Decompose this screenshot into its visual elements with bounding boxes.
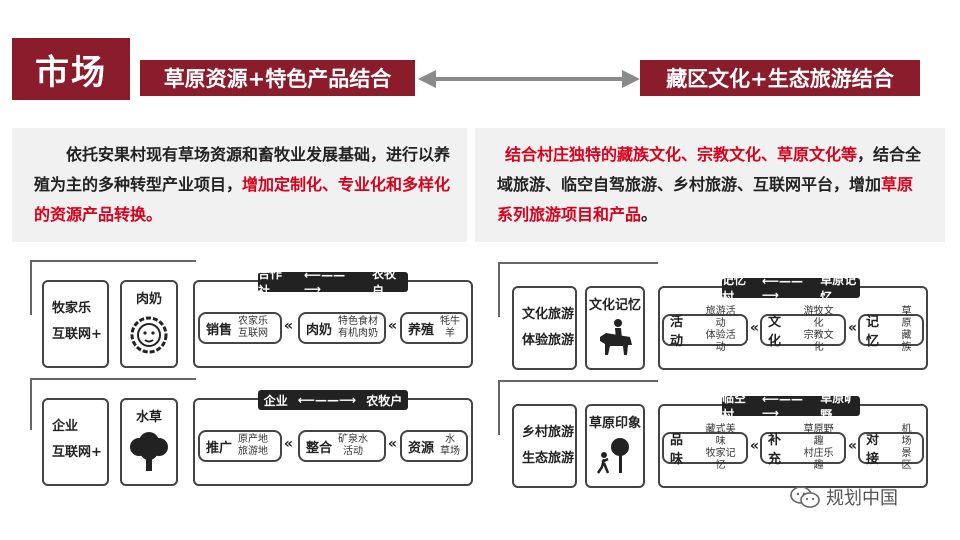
watermark: 规划中国 — [790, 484, 898, 510]
left-description: 依托安果村现有草场资源和畜牧业发展基础，进行以养殖为主的多种转型产业项目，增加定… — [12, 128, 467, 242]
chevron-left-icon: « — [750, 320, 760, 336]
left-row-2-category: 企业互联网+ — [42, 398, 109, 486]
market-label: 市场 — [12, 38, 130, 100]
right-row-1-icon-card: 文化记忆 — [585, 286, 645, 370]
horse-rider-icon — [600, 319, 632, 355]
right-row-1-pill-memory: 记忆 草原藏族 — [858, 306, 924, 353]
wechat-icon — [790, 486, 820, 508]
left-row-2-pill-resource: 资源 水草场 — [400, 430, 468, 462]
sheep-icon — [130, 316, 168, 354]
chevron-left-icon: « — [388, 318, 398, 334]
left-row-1-chain-header: 合作社⟵——⟶农牧户 — [258, 267, 408, 298]
right-title: 藏区文化+生态旅游结合 — [640, 60, 920, 96]
chevron-left-icon: « — [284, 436, 294, 452]
right-row-1-category: 文化旅游体验旅游 — [512, 286, 577, 370]
left-row-1-icon-card: 肉奶 — [120, 280, 178, 368]
right-row-2-pill-taste: 品味 藏式美味牧家记忆 — [662, 424, 748, 471]
left-row-1-category: 牧家乐互联网+ — [42, 280, 109, 368]
right-row-2-category: 乡村旅游生态旅游 — [512, 404, 577, 488]
left-row-1-pill-sales: 销售 农家乐互联网 — [198, 312, 282, 344]
right-row-1-chain-header: 记忆村⟵——⟶草原记忆 — [722, 273, 860, 304]
left-row-2-pill-promote: 推广 原产地旅游地 — [198, 430, 282, 462]
chevron-left-icon: « — [848, 438, 858, 454]
left-row-1-pill-breed: 养殖 牦牛羊 — [400, 312, 468, 344]
left-row-2-chain-header: 企业⟵——⟶农牧户 — [258, 390, 408, 410]
right-row-2-icon-card: 草原印象 — [585, 404, 645, 488]
chevron-left-icon: « — [284, 318, 294, 334]
left-row-1-pill-meat: 肉奶 特色食材有机肉奶 — [298, 312, 386, 344]
right-row-1-pill-activity: 活动 旅游活动体验活动 — [662, 306, 748, 353]
right-row-1-pill-culture: 文化 游牧文化宗教文化 — [760, 306, 846, 353]
left-row-2-icon-card: 水草 — [120, 398, 178, 486]
left-row-2-pill-integrate: 整合 矿泉水活动 — [298, 430, 386, 462]
chevron-left-icon: « — [388, 436, 398, 452]
hiker-icon — [596, 438, 629, 474]
tree-icon — [130, 432, 168, 471]
chevron-left-icon: « — [848, 320, 858, 336]
left-title: 草原资源+特色产品结合 — [140, 60, 415, 96]
right-row-2-pill-connect: 对接 机场景区 — [858, 424, 924, 471]
right-row-2-pill-supplement: 补充 草原野趣村庄乐趣 — [760, 424, 846, 471]
chevron-left-icon: « — [750, 438, 760, 454]
double-arrow-icon — [418, 70, 640, 88]
right-row-2-chain-header: 临空村⟵——⟶草原旷野 — [722, 391, 860, 422]
right-description: 结合村庄独特的藏族文化、宗教文化、草原文化等，结合全域旅游、临空自驾旅游、乡村旅… — [475, 128, 945, 242]
